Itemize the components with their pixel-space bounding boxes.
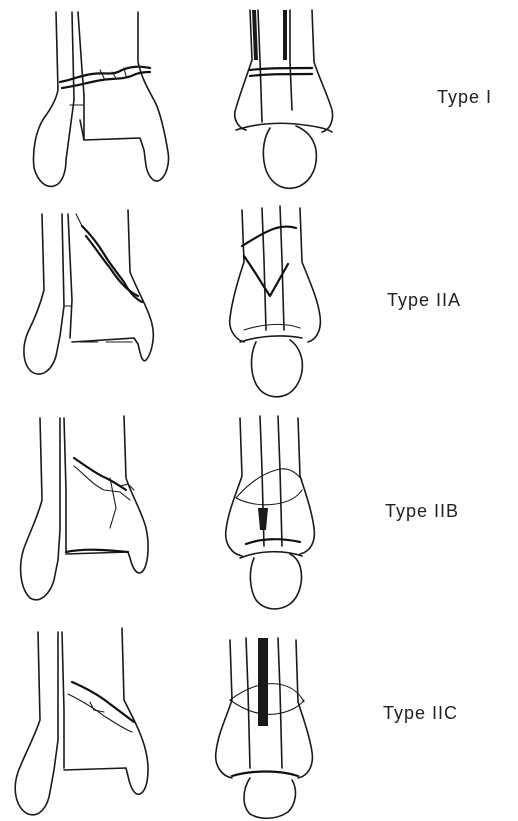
type-iib-anteroposterior-view <box>21 416 148 600</box>
type-iib-lateral-view <box>226 416 315 609</box>
type-iia-label: Type IIA <box>387 290 461 311</box>
type-i-lateral-view <box>235 10 333 188</box>
type-iic-anteroposterior-view <box>15 628 148 815</box>
type-iia-anteroposterior-view <box>24 210 153 374</box>
type-iib-label: Type IIB <box>385 501 459 522</box>
type-i-anteroposterior-view <box>33 12 168 186</box>
type-i-label: Type I <box>437 87 492 108</box>
type-iic-label: Type IIC <box>383 703 458 724</box>
type-iia-lateral-view <box>230 206 321 397</box>
type-iic-lateral-view <box>216 638 313 818</box>
